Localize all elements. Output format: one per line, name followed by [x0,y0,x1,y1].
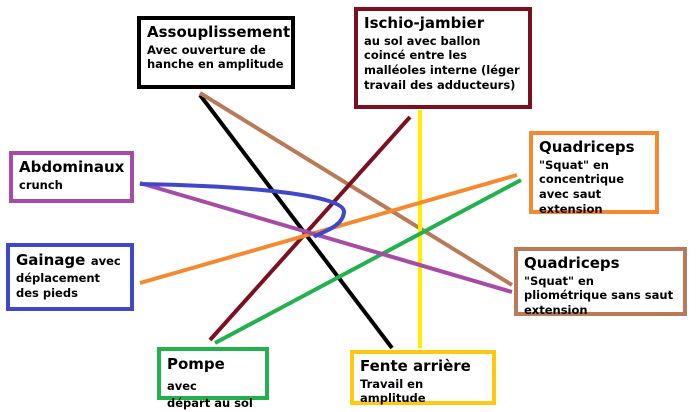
connector-assouplissement-fente [198,93,394,350]
box-fente-title: Fente arrière [360,357,471,375]
box-fente: Fente arrière Travail en amplitude [350,350,496,405]
box-abdominaux-desc: crunch [19,177,63,192]
box-pompe-desc: départ au sol [167,395,253,410]
box-assouplissement: Assouplissement Avec ouverture de hanche… [137,16,295,89]
box-ischio-desc: au sol avec ballon coincé entre les mall… [364,33,520,93]
connector-quadriceps-concentrique-pompe [214,178,522,345]
box-pompe-inline: avec [167,378,197,393]
box-gainage-desc: déplacement des pieds [16,270,101,300]
box-gainage-inline: avec [90,254,121,268]
connector-abdominaux-quadriceps-pliometrique [139,181,513,294]
connector-ischio-pompe [208,115,412,342]
box-ischio-title: Ischio-jambier [364,14,485,32]
box-ischio-jambier: Ischio-jambier au sol avec ballon coincé… [354,7,532,109]
box-pompe: Pompe avec départ au sol [157,347,269,410]
box-gainage: Gainage avec déplacement des pieds [6,243,134,311]
box-quadriceps-pliometrique-title: Quadriceps [524,254,620,272]
box-quadriceps-concentrique: Quadriceps "Squat" en concentrique avec … [529,131,659,216]
box-quadriceps-concentrique-desc: "Squat" en concentrique avec saut extens… [539,157,625,217]
box-gainage-title: Gainage [16,251,86,269]
box-quadriceps-pliometrique: Quadriceps "Squat" en pliométrique sans … [514,247,687,318]
box-pompe-title: Pompe [167,355,225,373]
box-abdominaux-title: Abdominaux [19,158,125,176]
box-assouplissement-desc: Avec ouverture de hanche en amplitude [147,42,284,72]
connector-assouplissement-quadriceps-pliometrique [198,91,514,287]
box-quadriceps-pliometrique-desc: "Squat" en pliométrique sans saut extens… [524,273,674,318]
box-abdominaux: Abdominaux crunch [9,151,134,203]
connector-abdominaux-gainage [139,182,346,239]
box-quadriceps-concentrique-title: Quadriceps [539,138,635,156]
box-fente-desc: Travail en amplitude [360,376,426,406]
box-assouplissement-title: Assouplissement [147,23,291,41]
